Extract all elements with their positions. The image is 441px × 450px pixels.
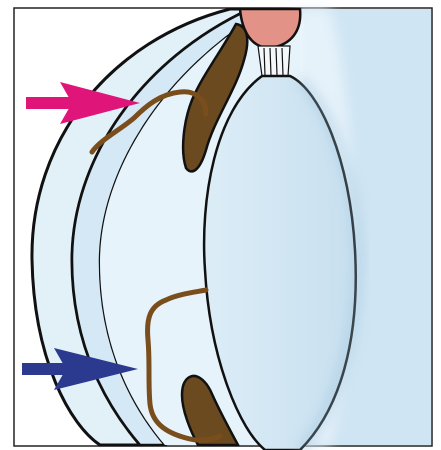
zonules	[258, 46, 290, 76]
